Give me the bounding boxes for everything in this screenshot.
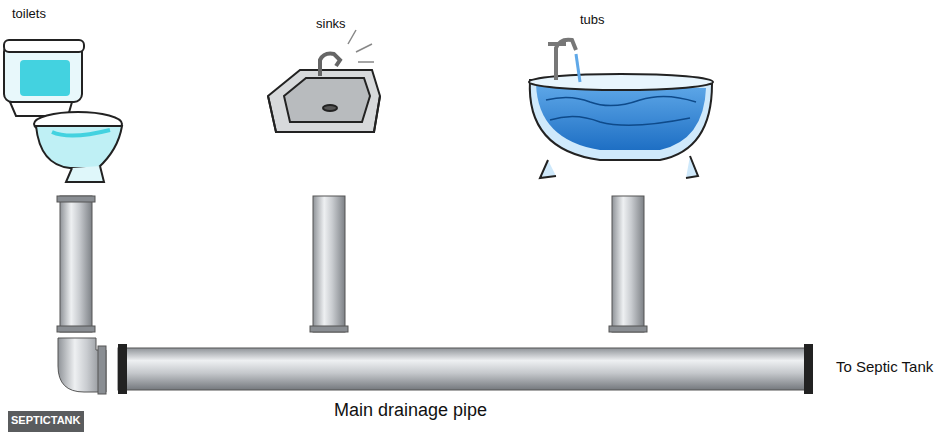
toilet-drawing bbox=[4, 40, 122, 182]
watermark: SEPTICTANK bbox=[11, 414, 80, 426]
fixture-label: tubs bbox=[580, 12, 605, 27]
main-drainage-pipe bbox=[118, 344, 813, 394]
pipe-label: Main drainage pipe bbox=[334, 400, 487, 421]
sink-drawing bbox=[268, 30, 380, 132]
fixture-label: sinks bbox=[316, 16, 346, 31]
bathtub-drawing bbox=[529, 40, 713, 178]
watermark-badge bbox=[8, 411, 84, 432]
destination-label: To Septic Tank bbox=[836, 358, 933, 375]
fixture-label: toilets bbox=[12, 6, 46, 21]
